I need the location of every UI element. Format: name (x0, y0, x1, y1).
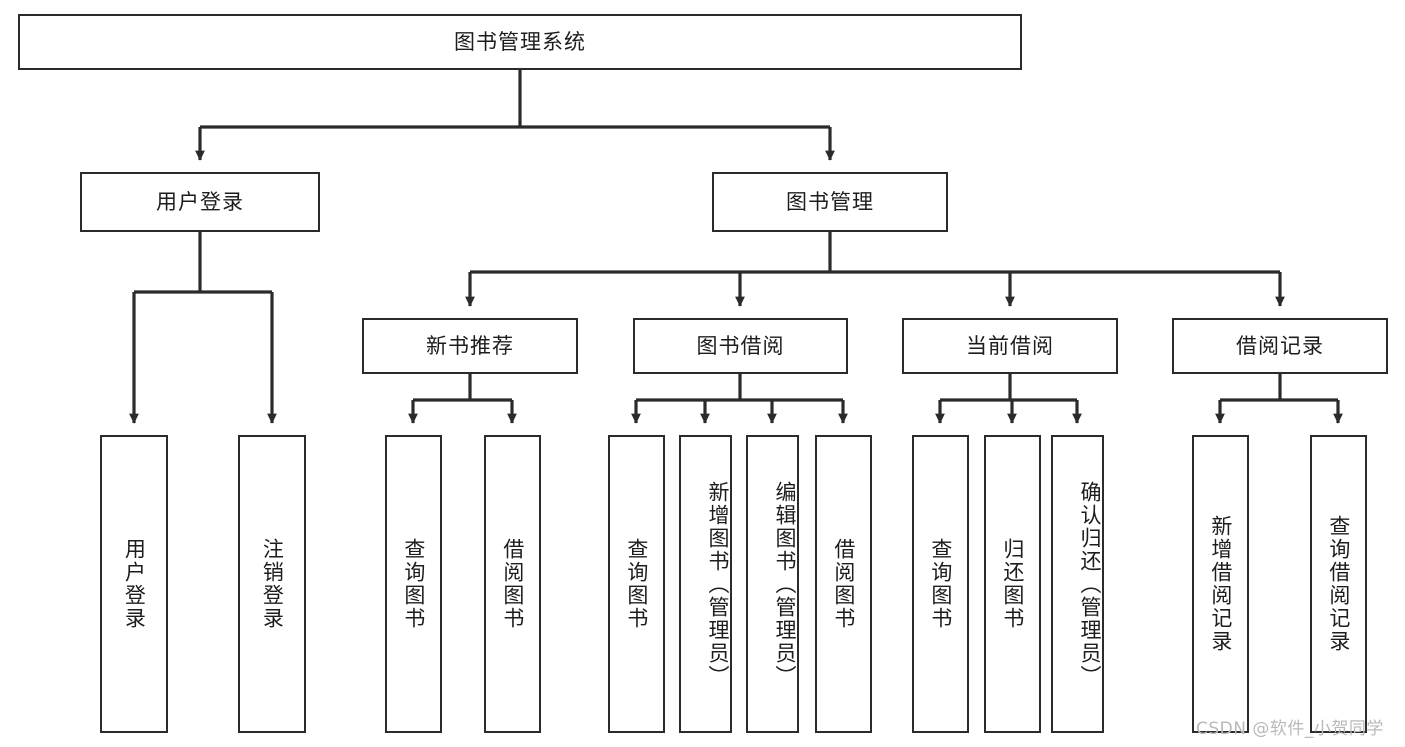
csdn-watermark: CSDN @软件_小贺同学 (1196, 719, 1384, 739)
node-leaf-query-borrow-record[interactable]: 查询借阅记录 (1310, 435, 1367, 733)
node-leaf-borrow-book[interactable]: 借阅图书 (815, 435, 872, 733)
node-leaf-edit-book-admin[interactable]: 编辑图书（管理员） (746, 435, 799, 733)
node-leaf-query-book-current[interactable]: 查询图书 (912, 435, 969, 733)
node-leaf-return-book-label: 归还图书 (1000, 538, 1025, 630)
node-leaf-query-book-rec[interactable]: 查询图书 (385, 435, 442, 733)
node-leaf-query-borrow-record-label: 查询借阅记录 (1326, 515, 1351, 653)
node-leaf-borrow-book-label: 借阅图书 (831, 538, 856, 630)
node-new-book-rec[interactable]: 新书推荐 (362, 318, 578, 374)
node-leaf-edit-book-admin-label: 编辑图书（管理员） (773, 480, 797, 688)
node-leaf-query-book-borrow[interactable]: 查询图书 (608, 435, 665, 733)
node-user-login-label: 用户登录 (156, 189, 244, 214)
node-leaf-add-borrow-record[interactable]: 新增借阅记录 (1192, 435, 1249, 733)
node-leaf-query-book-current-label: 查询图书 (928, 538, 953, 630)
node-borrow-record[interactable]: 借阅记录 (1172, 318, 1388, 374)
node-new-book-rec-label: 新书推荐 (426, 333, 514, 358)
node-leaf-confirm-return-admin[interactable]: 确认归还（管理员） (1051, 435, 1104, 733)
node-leaf-user-logout[interactable]: 注销登录 (238, 435, 306, 733)
node-leaf-query-book-rec-label: 查询图书 (401, 538, 426, 630)
node-leaf-return-book[interactable]: 归还图书 (984, 435, 1041, 733)
node-root[interactable]: 图书管理系统 (18, 14, 1022, 70)
node-leaf-user-login[interactable]: 用户登录 (100, 435, 168, 733)
node-leaf-add-book-admin[interactable]: 新增图书（管理员） (679, 435, 732, 733)
node-leaf-borrow-book-rec-label: 借阅图书 (500, 538, 525, 630)
node-leaf-confirm-return-admin-label: 确认归还（管理员） (1078, 480, 1102, 688)
node-leaf-borrow-book-rec[interactable]: 借阅图书 (484, 435, 541, 733)
node-root-label: 图书管理系统 (454, 29, 586, 54)
node-current-borrow[interactable]: 当前借阅 (902, 318, 1118, 374)
node-user-login[interactable]: 用户登录 (80, 172, 320, 232)
node-leaf-add-book-admin-label: 新增图书（管理员） (706, 480, 730, 688)
node-book-borrow-label: 图书借阅 (696, 333, 785, 358)
node-book-manage[interactable]: 图书管理 (712, 172, 948, 232)
node-book-borrow[interactable]: 图书借阅 (633, 318, 848, 374)
node-leaf-user-login-label: 用户登录 (122, 538, 147, 630)
node-current-borrow-label: 当前借阅 (966, 333, 1054, 358)
node-borrow-record-label: 借阅记录 (1236, 333, 1324, 358)
node-leaf-query-book-borrow-label: 查询图书 (624, 538, 649, 630)
node-leaf-user-logout-label: 注销登录 (260, 538, 285, 630)
node-book-manage-label: 图书管理 (786, 189, 874, 214)
node-leaf-add-borrow-record-label: 新增借阅记录 (1208, 515, 1233, 653)
